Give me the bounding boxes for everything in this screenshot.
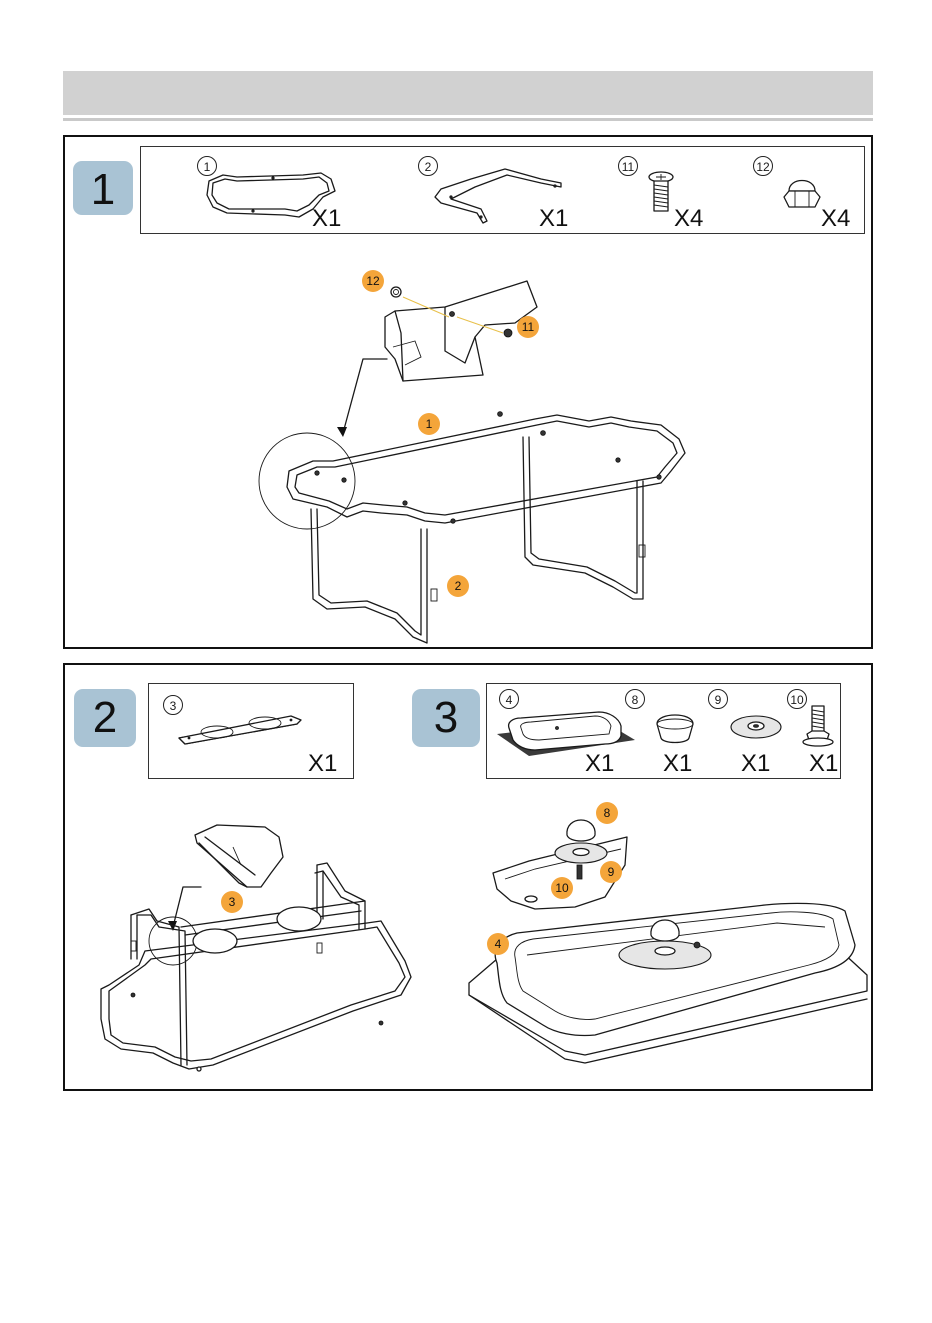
callout-11: 11: [517, 316, 539, 338]
callout-9: 9: [600, 861, 622, 883]
step-1-panel: 1 1 X1 2 X1 11 X4 12: [63, 135, 873, 649]
callout-4: 4: [487, 933, 509, 955]
callout-8: 8: [596, 802, 618, 824]
header-rule: [63, 118, 873, 121]
step-2-3-panel: 2 3 X1 3 4 X1 8 X1 9: [63, 663, 873, 1091]
callout-12: 12: [362, 270, 384, 292]
callout-1: 1: [418, 413, 440, 435]
step-3-assembly-drawing: [65, 665, 875, 1093]
header-bar: [63, 71, 873, 115]
step-1-assembly-drawing: [65, 137, 875, 651]
callout-10: 10: [551, 877, 573, 899]
callout-2: 2: [447, 575, 469, 597]
